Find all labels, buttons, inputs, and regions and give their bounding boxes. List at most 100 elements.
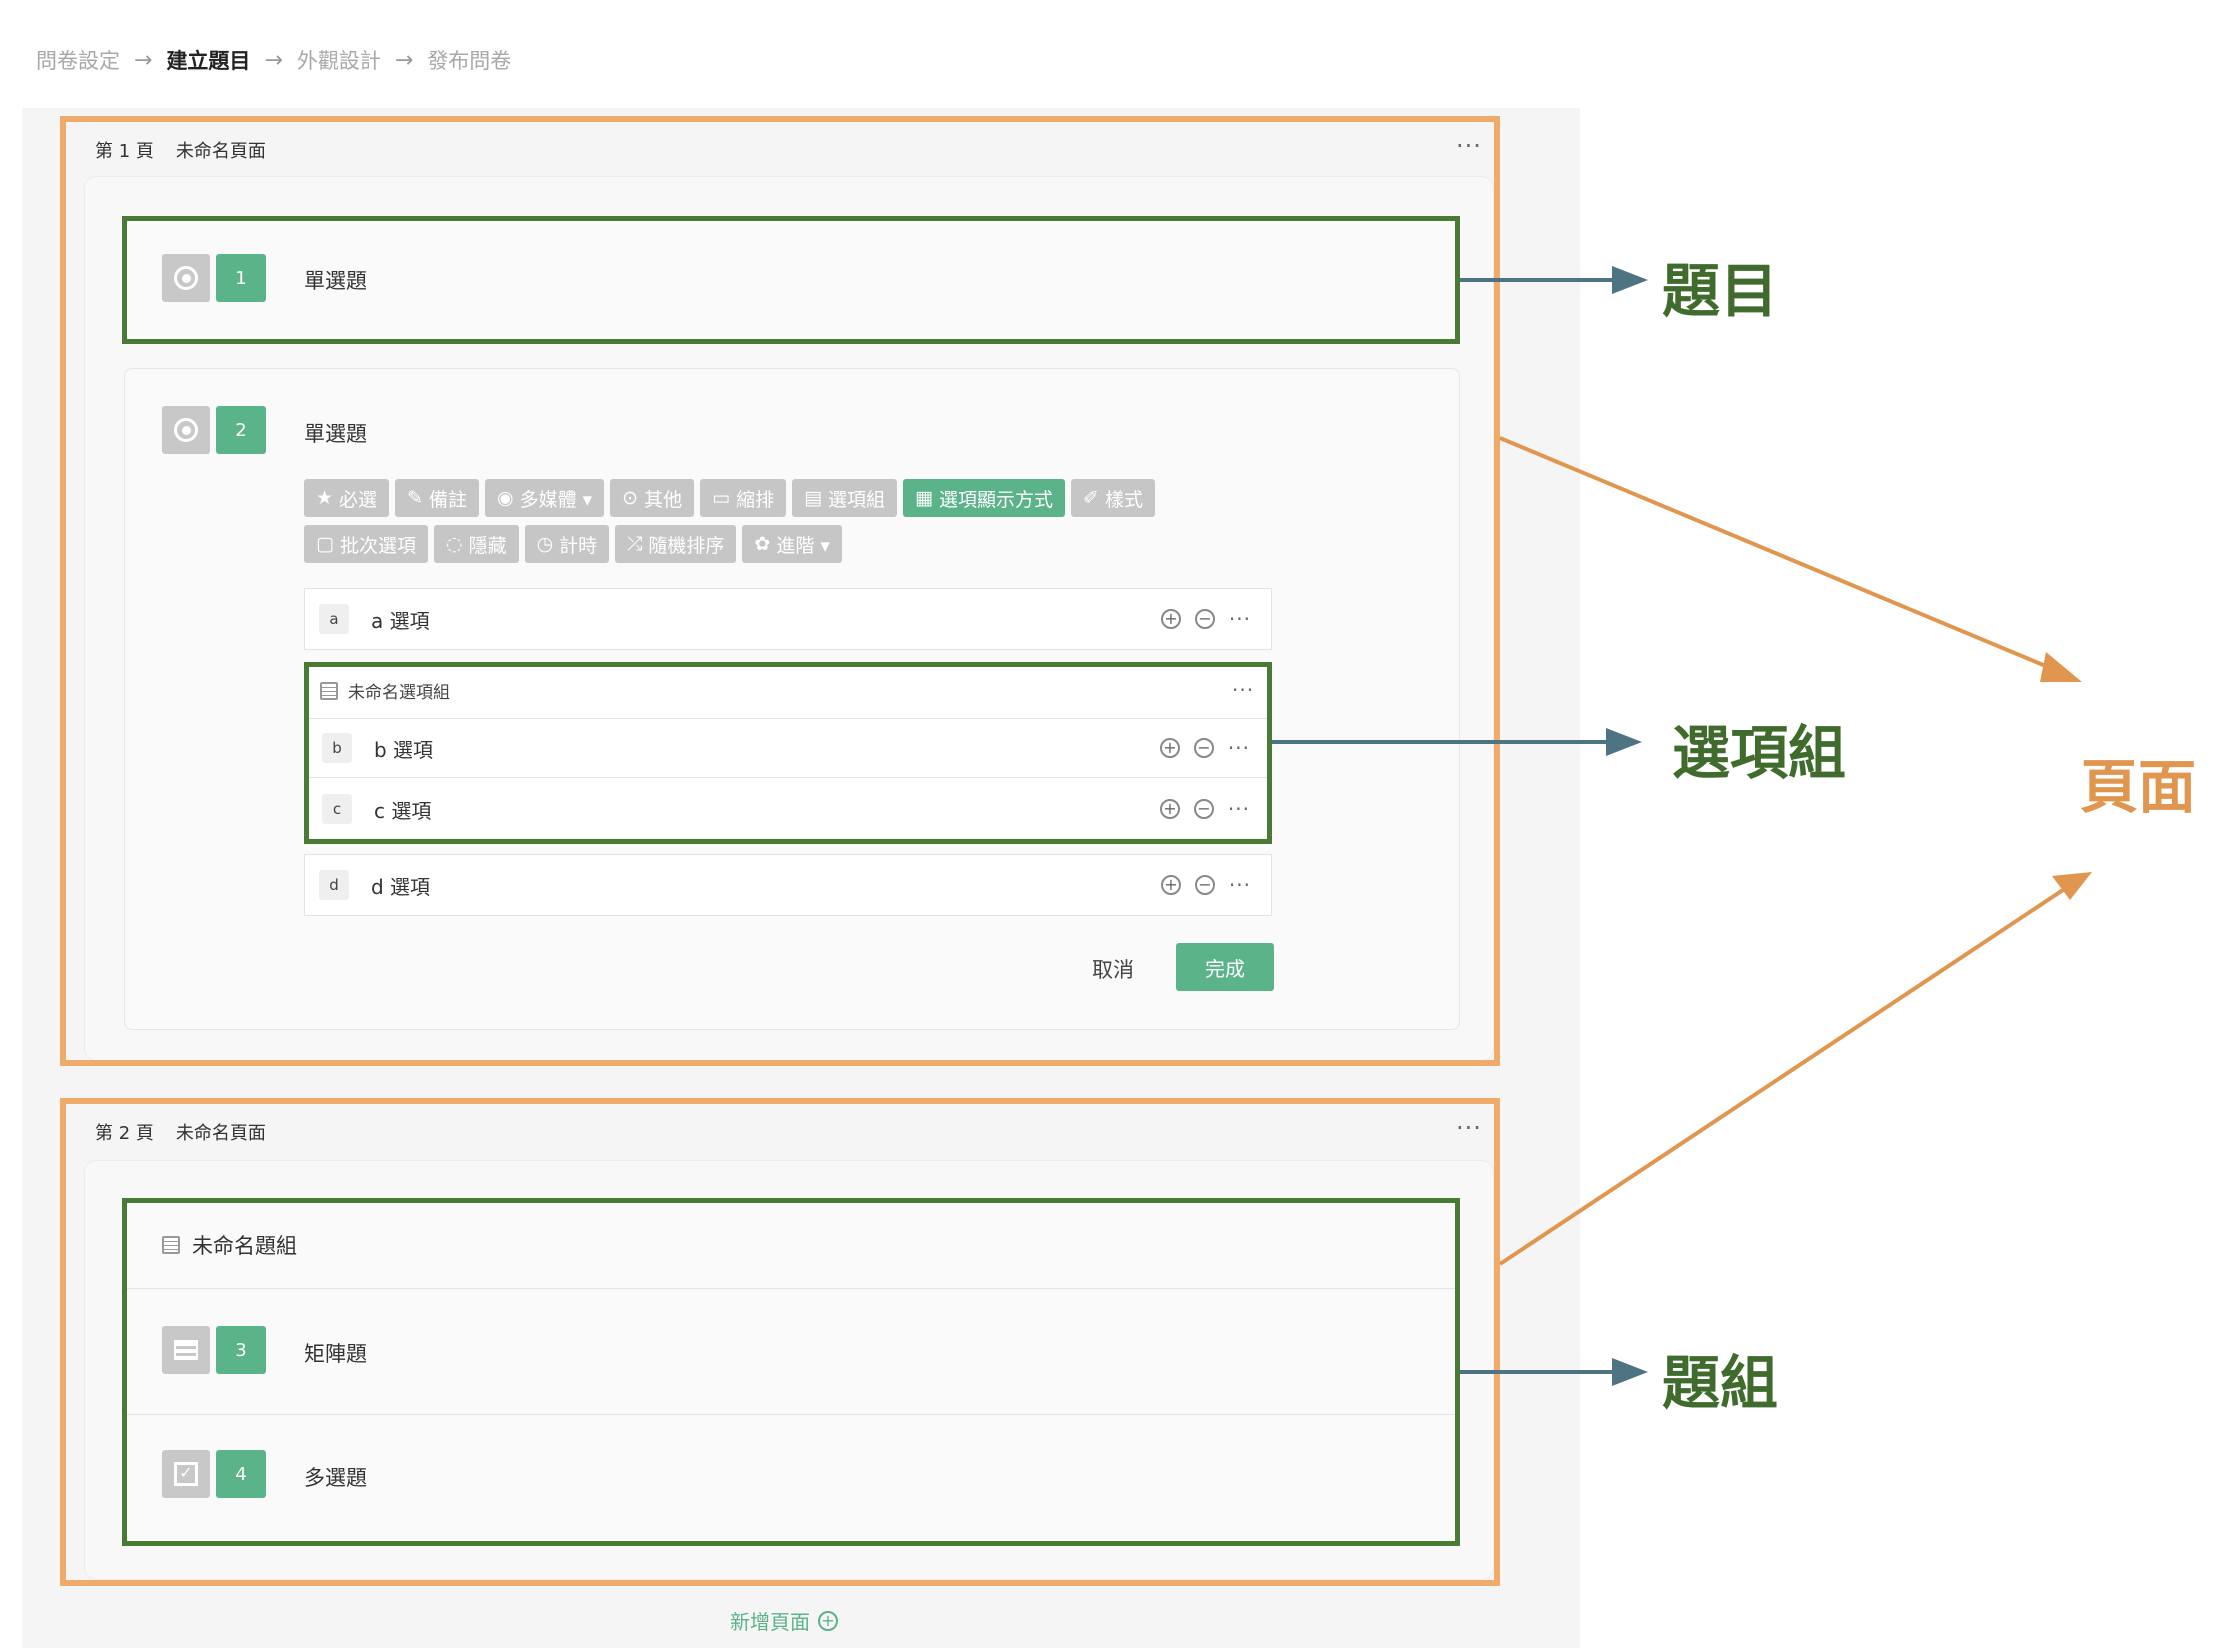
option-group-title[interactable]: 未命名選項組 xyxy=(348,683,450,703)
option-group-highlight xyxy=(304,662,1272,844)
more-icon[interactable]: ··· xyxy=(1228,873,1251,897)
annotation-question-group: 題組 xyxy=(1662,1349,1779,1417)
question-group-highlight xyxy=(122,1198,1460,1546)
camera-icon: ◉ xyxy=(497,487,514,509)
option-row-d[interactable]: d d 選項 +−··· xyxy=(304,854,1272,916)
arrow-icon: → xyxy=(134,47,153,73)
tool-label: 隨機排序 xyxy=(648,534,725,557)
page-highlight-1 xyxy=(60,116,1500,1066)
question-title[interactable]: 多選題 xyxy=(304,1466,367,1490)
option-text[interactable]: a 選項 xyxy=(371,608,430,633)
add-circle-icon[interactable]: + xyxy=(1159,799,1180,819)
shuffle-icon: ⤮ xyxy=(627,533,643,555)
add-page-button[interactable]: 新增頁面 + xyxy=(730,1606,838,1635)
radio-icon xyxy=(162,406,210,454)
annotation-question: 題目 xyxy=(1662,257,1779,325)
radio-icon xyxy=(162,254,210,302)
other-option-button[interactable]: ⊙其他 xyxy=(610,479,695,517)
indent-icon: ▭ xyxy=(712,487,731,509)
option-letter: a xyxy=(319,604,349,634)
hide-button[interactable]: ◌隱藏 xyxy=(433,525,519,563)
annotation-option-group: 選項組 xyxy=(1672,719,1847,787)
page-1-header: 第 1 頁 未命名頁面 xyxy=(95,132,266,168)
remove-circle-icon[interactable]: − xyxy=(1193,799,1214,819)
question-title[interactable]: 單選題 xyxy=(304,269,367,293)
question-highlight xyxy=(122,216,1460,344)
step-survey-settings[interactable]: 問卷設定 xyxy=(36,49,120,73)
add-circle-icon[interactable]: + xyxy=(1160,875,1181,895)
question-toolbar: ★必選 ✎備註 ◉多媒體 ▾ ⊙其他 ▭縮排 ▤選項組 ▦選項顯示方式 ✐樣式 … xyxy=(304,479,1244,563)
page-2-more-button[interactable]: ··· xyxy=(1456,1114,1482,1142)
page-number: 第 1 頁 xyxy=(95,141,154,162)
remove-circle-icon[interactable]: − xyxy=(1194,609,1215,629)
arrow-head xyxy=(1612,266,1648,294)
gear-icon: ✿ xyxy=(754,533,771,555)
question-group-title[interactable]: 未命名題組 xyxy=(192,1234,297,1258)
grid-icon: ▦ xyxy=(915,487,933,509)
option-group-more-icon[interactable]: ··· xyxy=(1232,678,1255,702)
tool-label: 樣式 xyxy=(1104,488,1143,511)
add-circle-icon[interactable]: + xyxy=(1160,609,1181,629)
arrow-head xyxy=(2040,652,2082,682)
option-row-a[interactable]: a a 選項 +−··· xyxy=(304,588,1272,650)
shuffle-button[interactable]: ⤮隨機排序 xyxy=(615,525,737,563)
step-appearance-design[interactable]: 外觀設計 xyxy=(296,49,381,73)
remove-circle-icon[interactable]: − xyxy=(1194,875,1215,895)
add-circle-icon: + xyxy=(818,1610,838,1631)
step-create-questions[interactable]: 建立題目 xyxy=(166,49,251,73)
annotation-page: 頁面 xyxy=(2080,753,2197,821)
option-row-b[interactable]: b b 選項 +−··· xyxy=(308,718,1270,778)
note-button[interactable]: ✎備註 xyxy=(395,479,479,517)
option-text[interactable]: b 選項 xyxy=(374,737,434,762)
checkbox-icon: ✓ xyxy=(162,1450,210,1498)
question-title[interactable]: 單選題 xyxy=(304,422,367,446)
breadcrumb: 問卷設定 → 建立題目 → 外觀設計 → 發布問卷 xyxy=(36,40,511,80)
arrow-page-2 xyxy=(1498,882,2074,1266)
note-icon: ✎ xyxy=(407,487,423,509)
option-display-button[interactable]: ▦選項顯示方式 xyxy=(903,479,1066,517)
page-name[interactable]: 未命名頁面 xyxy=(175,1123,266,1144)
question-group-header: 未命名題組 xyxy=(162,1230,297,1260)
more-icon[interactable]: ··· xyxy=(1227,736,1250,760)
indent-button[interactable]: ▭縮排 xyxy=(700,479,787,517)
tool-label: 計時 xyxy=(559,534,598,557)
step-publish[interactable]: 發布問卷 xyxy=(427,49,512,73)
add-circle-icon[interactable]: + xyxy=(1159,738,1180,758)
group-icon: ▤ xyxy=(804,487,823,509)
option-group-button[interactable]: ▤選項組 xyxy=(792,479,898,517)
arrow-head xyxy=(1612,1358,1648,1386)
tool-label: 選項組 xyxy=(828,488,886,511)
page-highlight-2 xyxy=(60,1098,1500,1586)
other-icon: ⊙ xyxy=(622,487,639,509)
more-icon[interactable]: ··· xyxy=(1227,797,1250,821)
more-icon[interactable]: ··· xyxy=(1228,607,1251,631)
arrow-head xyxy=(1606,728,1642,756)
remove-circle-icon[interactable]: − xyxy=(1193,738,1214,758)
done-button[interactable]: 完成 xyxy=(1176,943,1274,991)
question-title[interactable]: 矩陣題 xyxy=(304,1342,367,1366)
question-number: 2 xyxy=(216,406,266,454)
eye-icon: ◌ xyxy=(445,533,463,555)
question-card-1[interactable] xyxy=(124,218,1460,342)
tool-label: 隱藏 xyxy=(468,534,507,557)
matrix-icon xyxy=(162,1326,210,1374)
tool-label: 縮排 xyxy=(736,488,775,511)
cancel-button[interactable]: 取消 xyxy=(1092,958,1134,982)
option-text[interactable]: d 選項 xyxy=(371,874,431,899)
page-name[interactable]: 未命名頁面 xyxy=(175,141,266,162)
advanced-dropdown[interactable]: ✿進階 ▾ xyxy=(742,525,842,563)
option-row-c[interactable]: c c 選項 +−··· xyxy=(308,780,1270,838)
option-text[interactable]: c 選項 xyxy=(374,798,432,823)
tool-label: 批次選項 xyxy=(339,534,416,557)
page-1-more-button[interactable]: ··· xyxy=(1456,132,1482,160)
tool-label: 必選 xyxy=(339,488,378,511)
batch-options-button[interactable]: ▢批次選項 xyxy=(304,525,428,563)
timer-button[interactable]: ◷計時 xyxy=(524,525,610,563)
page-2-header: 第 2 頁 未命名頁面 xyxy=(95,1114,266,1150)
media-dropdown[interactable]: ◉多媒體 ▾ xyxy=(485,479,605,517)
required-button[interactable]: ★必選 xyxy=(304,479,390,517)
tool-label: 多媒體 ▾ xyxy=(519,488,593,511)
style-button[interactable]: ✐樣式 xyxy=(1071,479,1155,517)
arrow-head xyxy=(2052,872,2092,900)
option-letter: b xyxy=(322,733,352,763)
